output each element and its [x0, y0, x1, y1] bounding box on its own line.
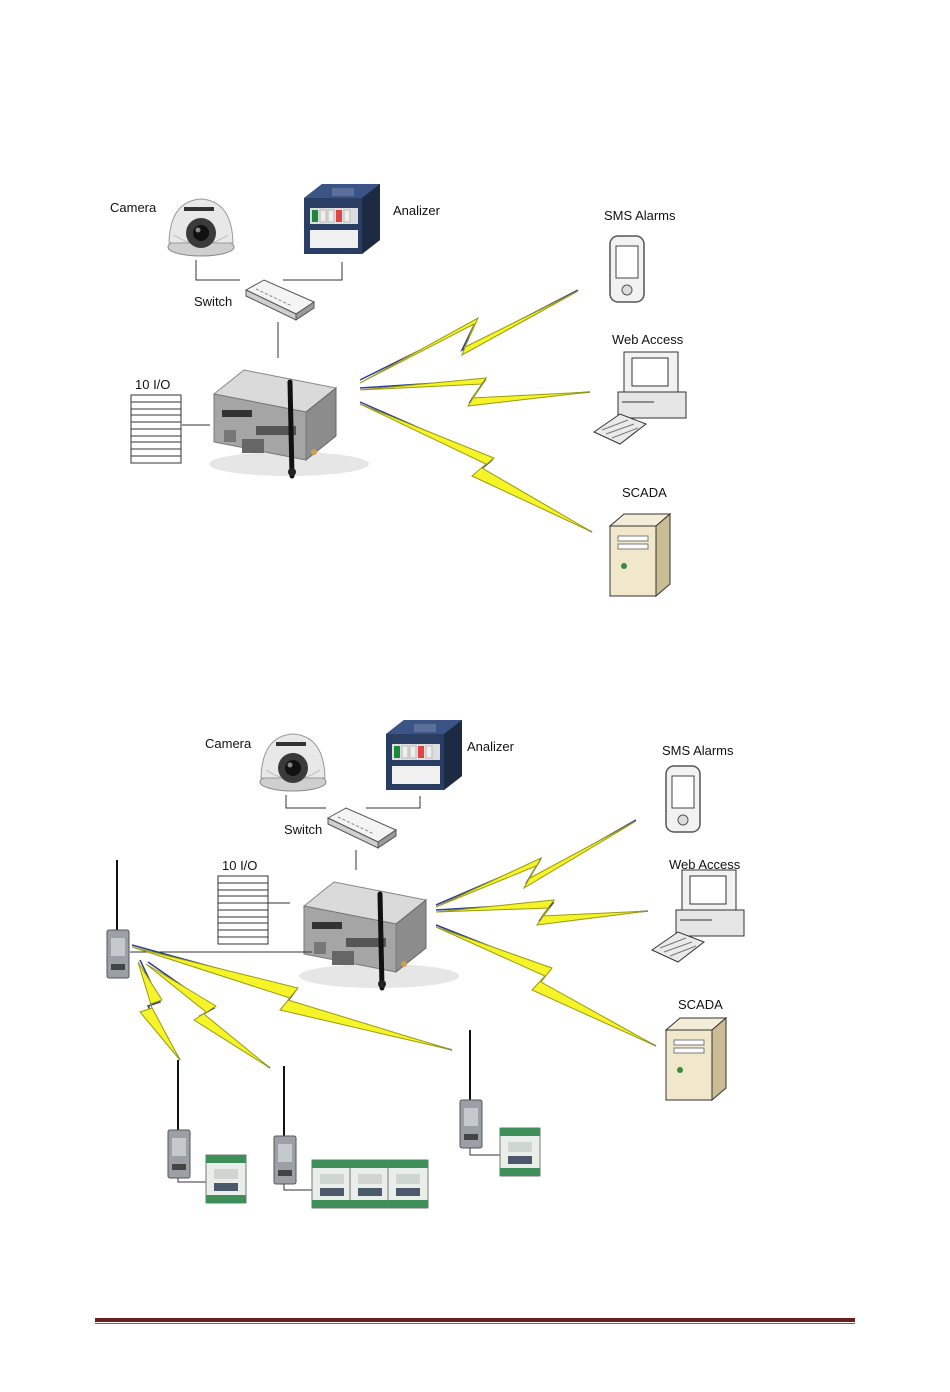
sms-label: SMS Alarms [604, 208, 676, 223]
computer-icon [594, 352, 686, 444]
scada-lightning [360, 404, 592, 532]
gateway-icon [299, 882, 459, 988]
footer-rule-thin [95, 1323, 855, 1324]
diagram-1: Camera Analizer Switch 10 I/O SMS Alarms… [110, 184, 686, 596]
analyzer-icon [304, 184, 380, 254]
io-list-icon [218, 876, 268, 944]
analyzer-icon [386, 720, 462, 790]
web-lightning [436, 900, 648, 925]
web-label: Web Access [612, 332, 684, 347]
switch-icon [328, 808, 396, 848]
computer-icon [652, 870, 744, 962]
analyzer-label: Analizer [467, 739, 515, 754]
io-list-icon [131, 395, 181, 463]
scada-label: SCADA [622, 485, 667, 500]
scada-label: SCADA [678, 997, 723, 1012]
analyzer-link [283, 262, 342, 280]
camera-label: Camera [205, 736, 252, 751]
remote-radio-1-icon [168, 1060, 190, 1178]
gateway-icon [209, 370, 369, 476]
io-module-icon [388, 1160, 428, 1208]
server-icon [666, 1018, 726, 1100]
io-module-icon [206, 1155, 246, 1203]
sms-lightning [360, 291, 578, 383]
camera-icon [168, 199, 234, 256]
footer-rule [95, 1318, 855, 1322]
io-label: 10 I/O [135, 377, 170, 392]
camera-link [286, 795, 326, 808]
remote-radio-3-icon [460, 1030, 482, 1148]
sms-lightning [436, 821, 636, 907]
remote-1-lightning [138, 962, 180, 1060]
phone-icon [610, 236, 644, 302]
io-module-icon [312, 1160, 352, 1208]
io-module-icon [500, 1128, 540, 1176]
phone-icon [666, 766, 700, 832]
scada-lightning [436, 927, 656, 1046]
switch-icon [246, 280, 314, 320]
master-radio-icon [107, 860, 129, 978]
sms-label: SMS Alarms [662, 743, 734, 758]
io-label: 10 I/O [222, 858, 257, 873]
camera-label: Camera [110, 200, 157, 215]
web-lightning [360, 378, 590, 406]
remote-2-link [284, 1184, 312, 1190]
analyzer-label: Analizer [393, 203, 441, 218]
analyzer-link [366, 796, 420, 808]
camera-link [196, 260, 240, 280]
remote-3-link [470, 1148, 500, 1155]
diagram-2: Camera Analizer Switch 10 I/O [107, 720, 744, 1208]
remote-radio-2-icon [274, 1066, 296, 1184]
switch-label: Switch [194, 294, 232, 309]
remote-1-link [178, 1178, 206, 1182]
io-module-icon [350, 1160, 390, 1208]
switch-label: Switch [284, 822, 322, 837]
server-icon [610, 514, 670, 596]
camera-icon [260, 734, 326, 791]
